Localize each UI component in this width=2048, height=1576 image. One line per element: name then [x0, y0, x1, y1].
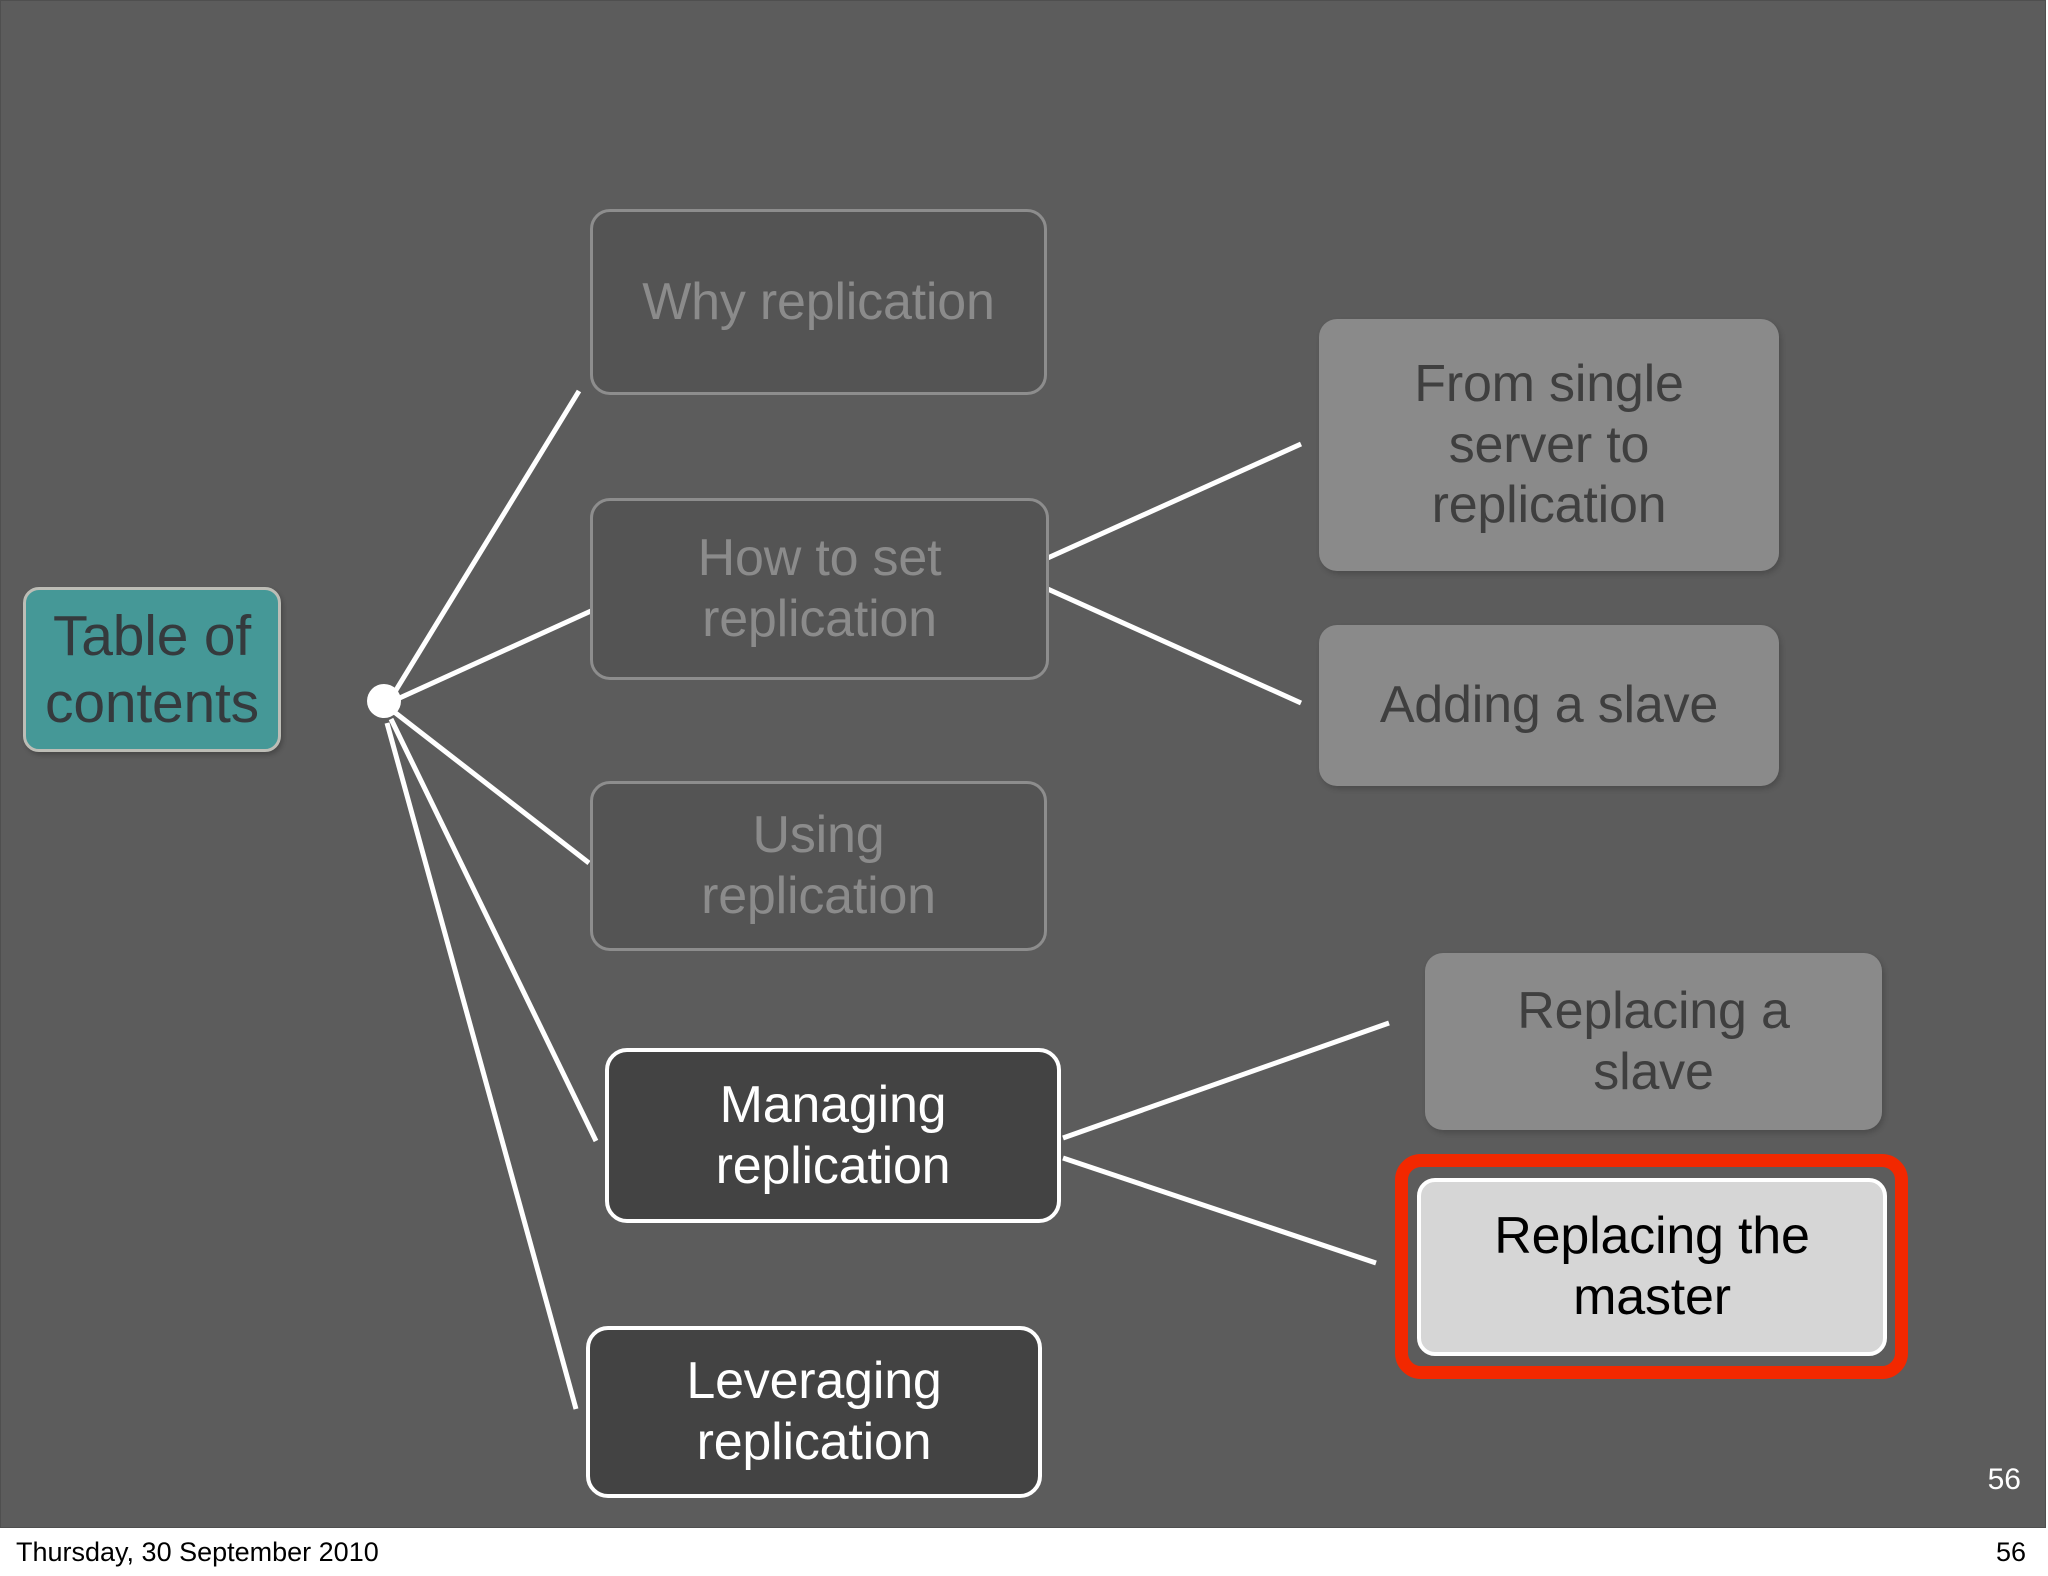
connector-root-howtoset — [391, 608, 593, 704]
connector-root-managing — [388, 717, 599, 1143]
slide-canvas: Table of contents Why replication How to… — [0, 0, 2046, 1528]
presenter-footer: Thursday, 30 September 2010 56 — [0, 1529, 2048, 1576]
connector-root-why — [390, 389, 582, 697]
footer-page-number: 56 — [1995, 1537, 2026, 1567]
connector-root-leveraging — [384, 722, 579, 1410]
node-using-replication[interactable]: Using replication — [590, 781, 1047, 951]
node-managing-replication[interactable]: Managing replication — [605, 1048, 1061, 1223]
connector-root-using — [391, 709, 591, 865]
node-replacing-a-slave[interactable]: Replacing a slave — [1425, 953, 1882, 1130]
connector-managing-replacingslave — [1062, 1020, 1390, 1141]
connector-howtoset-addingslave — [1039, 583, 1303, 706]
footer-date: Thursday, 30 September 2010 — [16, 1537, 379, 1567]
node-why-replication[interactable]: Why replication — [590, 209, 1047, 395]
connector-howtoset-fromsingle — [1039, 441, 1303, 564]
node-table-of-contents[interactable]: Table of contents — [23, 587, 281, 752]
mindmap-hub-node — [367, 684, 401, 718]
node-how-to-set-replication[interactable]: How to set replication — [590, 498, 1049, 680]
slide-page-number: 56 — [1987, 1463, 2021, 1496]
node-adding-a-slave[interactable]: Adding a slave — [1319, 625, 1779, 786]
node-from-single-server-to-replication[interactable]: From single server to replication — [1319, 319, 1779, 571]
node-leveraging-replication[interactable]: Leveraging replication — [586, 1326, 1042, 1498]
node-replacing-the-master[interactable]: Replacing the master — [1417, 1178, 1887, 1356]
connector-managing-replacingmaster — [1062, 1155, 1377, 1266]
